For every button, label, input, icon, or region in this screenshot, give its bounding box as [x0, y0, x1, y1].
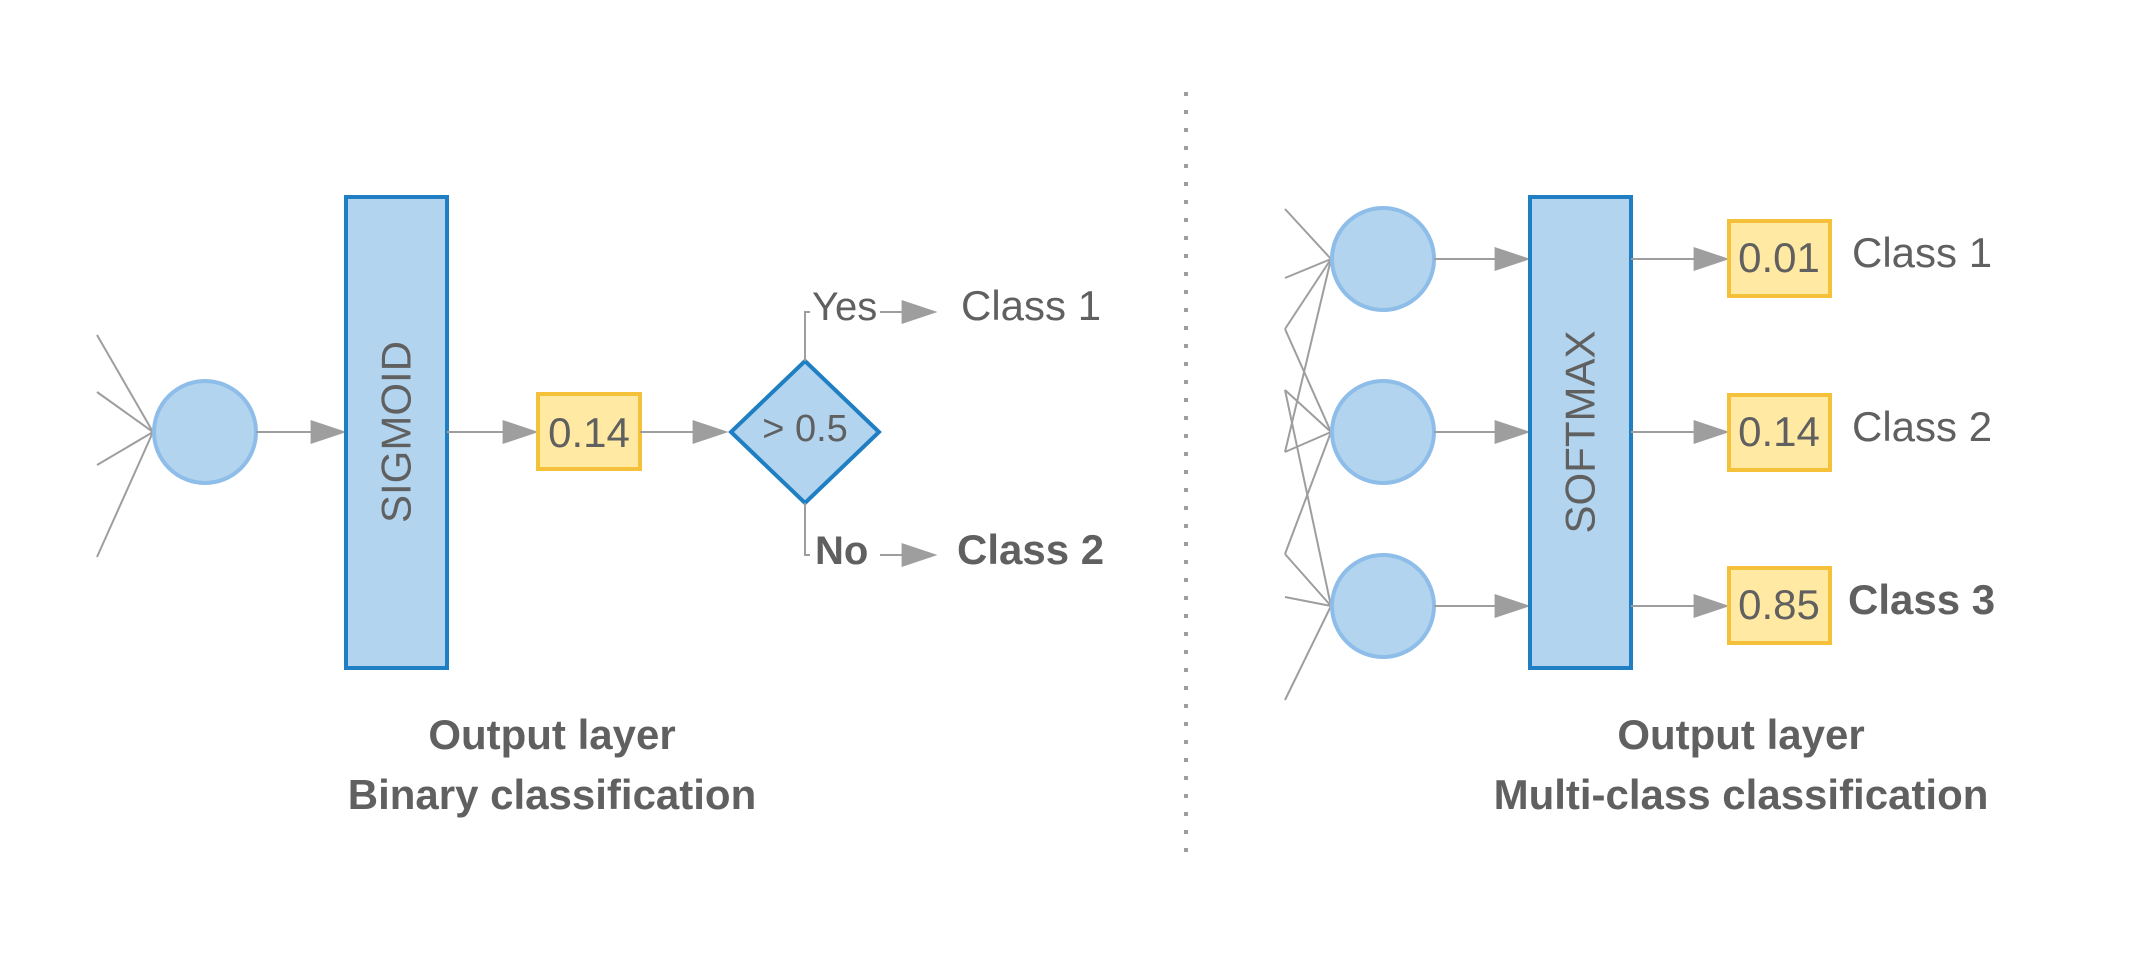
binary-caption-line1: Output layer [428, 711, 675, 758]
multiclass-caption-line2: Multi-class classification [1494, 771, 1989, 818]
softmax-label: SOFTMAX [1557, 330, 1604, 533]
binary-class2-label: Class 2 [957, 526, 1104, 573]
multiclass-value-box-3 [1727, 566, 1832, 645]
binary-caption-line2: Binary classification [348, 771, 757, 818]
no-branch-connector [804, 503, 810, 556]
multiclass-neuron-2 [1330, 379, 1436, 485]
threshold-label: > 0.5 [762, 408, 848, 450]
sigmoid-label: SIGMOID [373, 341, 420, 523]
binary-output-neuron [152, 379, 258, 485]
multiclass-neuron-1 [1330, 206, 1436, 312]
binary-output-value: 0.14 [548, 409, 630, 456]
multiclass-class3-label: Class 3 [1848, 576, 1995, 623]
multiclass-neuron-3 [1330, 553, 1436, 659]
no-label: No [815, 529, 868, 573]
binary-classification-panel: SIGMOID 0.14 > 0.5 Yes Class 1 No Class … [96, 195, 1104, 818]
multiclass-value-3: 0.85 [1738, 581, 1820, 628]
binary-input-connections [96, 334, 154, 558]
yes-branch-connector [804, 311, 810, 361]
multiclass-input-connections [1284, 208, 1332, 701]
multiclass-classification-panel: SOFTMAX 0.01 Class 1 0.14 Class 2 0.85 C… [1284, 195, 1995, 818]
binary-class1-label: Class 1 [961, 282, 1101, 329]
multiclass-value-1: 0.01 [1738, 234, 1820, 281]
multiclass-class2-label: Class 2 [1852, 403, 1992, 450]
multiclass-caption-line1: Output layer [1617, 711, 1864, 758]
multiclass-value-box-2 [1727, 393, 1832, 472]
softmax-block [1528, 195, 1633, 670]
yes-label: Yes [812, 285, 877, 329]
multiclass-value-2: 0.14 [1738, 408, 1820, 455]
multiclass-class1-label: Class 1 [1852, 229, 1992, 276]
multiclass-value-box-1 [1727, 219, 1832, 298]
binary-output-value-box [536, 392, 642, 471]
